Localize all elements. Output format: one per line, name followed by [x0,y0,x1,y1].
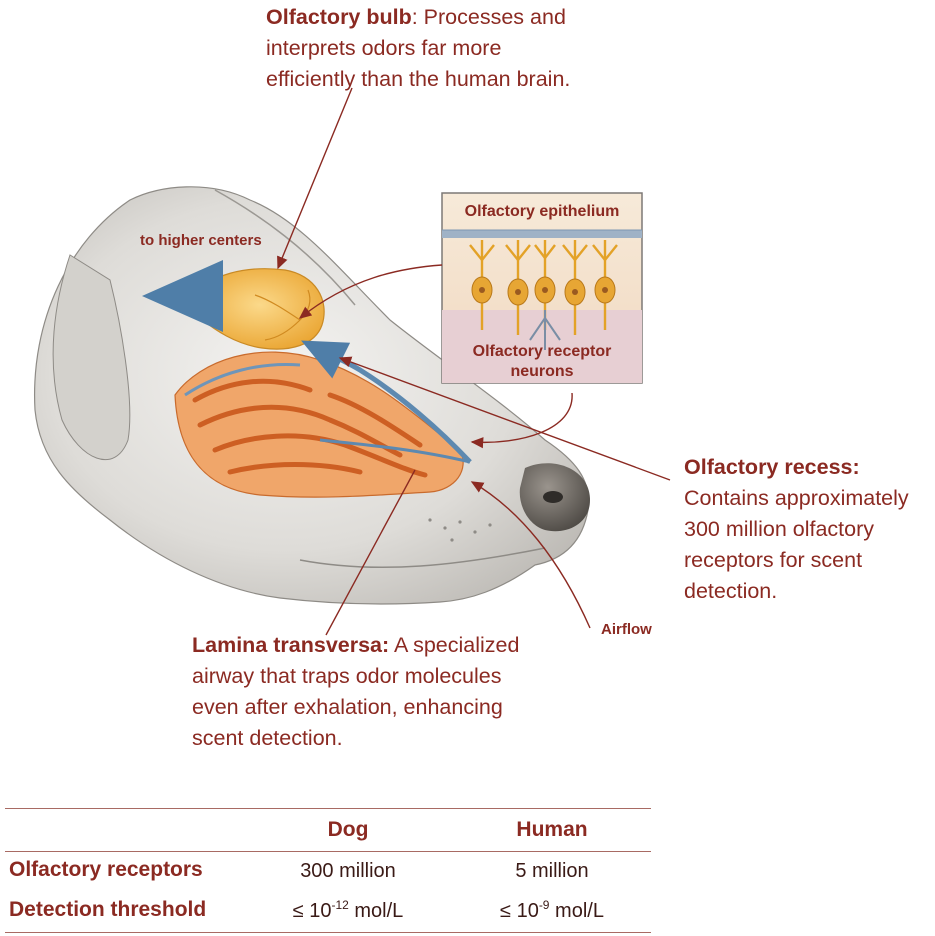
human-threshold-exp: -9 [538,898,550,912]
lamina-text3: even after exhalation, enhancing [192,695,503,719]
dog-threshold-prefix: ≤ 10 [292,900,332,922]
olfactory-bulb-title: Olfactory bulb [266,5,412,29]
olfactory-bulb-text1: : Processes and [411,5,566,29]
higher-centers-label: to higher centers [140,232,262,249]
olfactory-bulb-text3: efficiently than the human brain. [266,67,571,91]
olfactory-recess-callout: Olfactory recess: Contains approximately… [684,452,934,607]
airflow-label: Airflow [601,621,652,638]
receptor-neurons-line1: Olfactory receptor [472,343,612,360]
olfactory-bulb-line1: Olfactory bulb: Processes and [266,2,706,33]
human-threshold-prefix: ≤ 10 [500,900,539,922]
nasal-turbinates [174,351,464,498]
olfactory-recess-line4: detection. [684,579,778,603]
lamina-line1: Lamina transversa: A specialized [192,630,572,661]
lamina-text4: scent detection. [192,726,343,750]
human-threshold-unit: mol/L [549,900,604,922]
cell-human-receptors: 5 million [515,860,589,882]
lamina-text1: A specialized [389,633,520,657]
olfactory-recess-line1: Contains approximately [684,486,909,510]
olfactory-recess-line2: 300 million olfactory [684,517,875,541]
epithelium-inset [441,192,643,384]
lamina-text2: airway that traps odor molecules [192,664,502,688]
olfactory-bulb-callout: Olfactory bulb: Processes and interprets… [266,2,706,95]
lamina-transversa-title: Lamina transversa: [192,633,390,657]
header-dog: Dog [327,818,369,841]
table-bottom-rule [5,932,651,934]
receptor-neurons-label: Olfactory receptor neurons [442,342,642,382]
olfactory-bulb-text2: interprets odors far more [266,36,502,60]
epithelium-label: Olfactory epithelium [464,203,620,220]
leader-lines [277,87,671,636]
dog-threshold-exp: -12 [331,898,349,912]
olfactory-recess-title: Olfactory recess: [684,455,860,479]
cell-dog-receptors: 300 million [300,860,396,882]
olfactory-recess-line3: receptors for scent [684,548,863,572]
receptor-neurons-line2: neurons [510,363,574,380]
row-label-threshold: Detection threshold [9,898,207,921]
dog-nose [519,463,590,532]
table-header-rule [5,851,651,853]
row-label-receptors: Olfactory receptors [9,858,203,881]
dog-threshold-unit: mol/L [348,900,404,922]
cell-dog-threshold: ≤ 10-12 mol/L [268,898,428,923]
lamina-transversa-callout: Lamina transversa: A specialized airway … [192,630,572,754]
cell-human-threshold: ≤ 10-9 mol/L [462,898,642,923]
header-human: Human [516,818,588,841]
olfactory-bulb-shape [142,260,325,350]
table-top-rule [5,808,651,810]
airflow-path [184,340,472,464]
